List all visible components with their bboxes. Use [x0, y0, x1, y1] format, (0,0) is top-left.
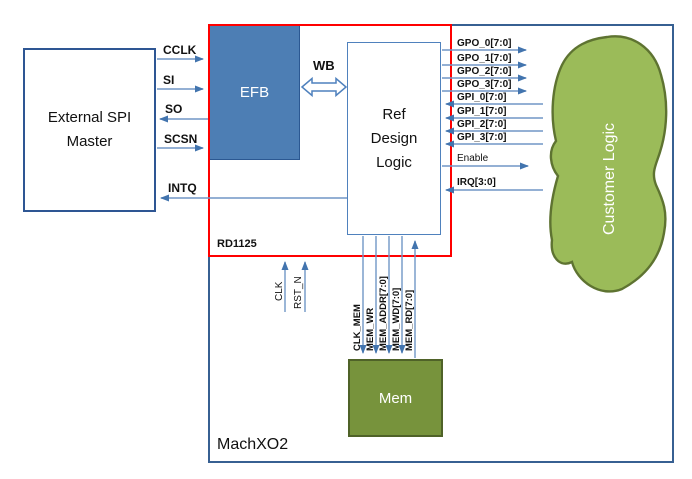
efb-label: EFB — [239, 84, 270, 101]
rstn-label: RST_N — [293, 276, 304, 309]
enable-label: Enable — [457, 153, 489, 164]
rd1125-label: RD1125 — [217, 238, 257, 250]
ref-label-line1: Ref — [382, 105, 406, 123]
gpi3-label: GPI_3[7:0] — [457, 132, 507, 143]
memwr-label: MEM_WR — [365, 307, 376, 351]
gpo3-label: GPO_3[7:0] — [457, 79, 512, 90]
spi-label-line2: Master — [66, 133, 113, 150]
clkmem-label: CLK_MEM — [352, 304, 363, 351]
machxo2-label: MachXO2 — [217, 436, 289, 453]
gpo1-label: GPO_1[7:0] — [457, 53, 512, 64]
mem-label: Mem — [378, 389, 413, 407]
customer-logic-cloud-shape — [549, 35, 668, 293]
gpi1-label: GPI_1[7:0] — [457, 106, 507, 117]
memaddr-label: MEM_ADDR[7:0] — [378, 276, 389, 351]
intq-label: INTQ — [168, 181, 197, 195]
so-label: SO — [165, 102, 183, 116]
wb-double-arrow — [300, 76, 348, 98]
cclk-label: CCLK — [163, 43, 197, 57]
gpo0-label: GPO_0[7:0] — [457, 38, 512, 49]
wb-label: WB — [313, 58, 335, 73]
gpo2-label: GPO_2[7:0] — [457, 66, 512, 77]
gpi0-label: GPI_0[7:0] — [457, 92, 507, 103]
ref-design-logic-block: Ref Design Logic — [347, 42, 441, 235]
external-spi-master-block: External SPI Master — [23, 48, 156, 212]
ref-label-line3: Logic — [376, 153, 412, 171]
mem-block: Mem — [348, 359, 443, 437]
scsn-label: SCSN — [164, 132, 198, 146]
customer-logic-label: Customer Logic — [601, 122, 618, 235]
gpi2-label: GPI_2[7:0] — [457, 119, 507, 130]
memwd-label: MEM_WD[7:0] — [391, 287, 402, 351]
clk-label: CLK — [274, 281, 285, 301]
si-label: SI — [163, 73, 175, 87]
irq-label: IRQ[3:0] — [457, 177, 496, 188]
memrd-label: MEM_RD[7:0] — [404, 289, 415, 351]
ref-label-line2: Design — [370, 129, 418, 147]
spi-label-line1: External SPI — [47, 109, 132, 126]
